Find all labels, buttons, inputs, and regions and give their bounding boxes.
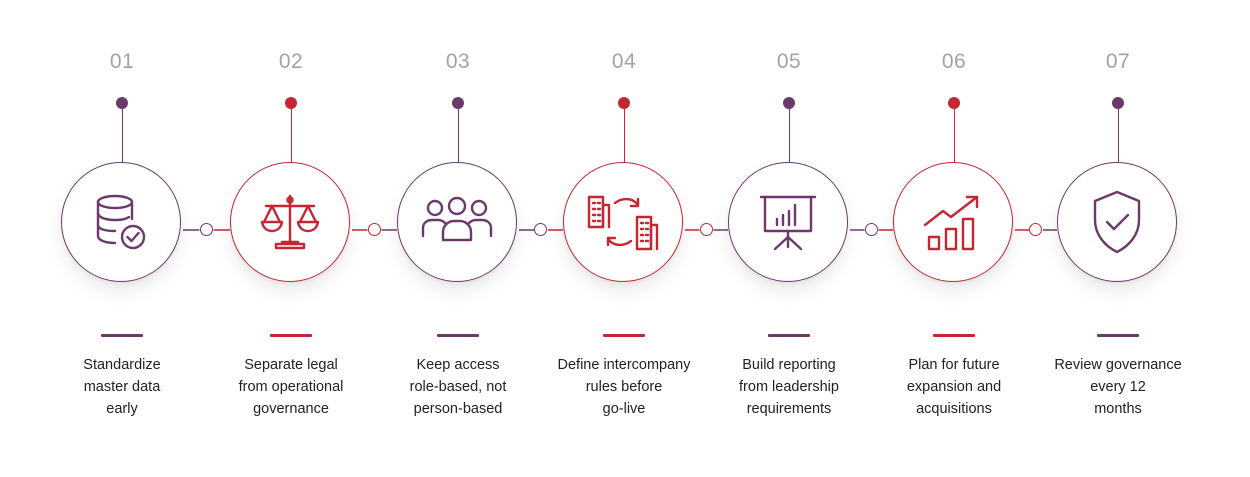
caption-line: early — [106, 401, 138, 417]
caption-line: Plan for future — [908, 357, 1000, 373]
caption-line: from leadership — [739, 379, 839, 395]
step-underline — [933, 334, 975, 337]
step-caption: Standardize master data early — [37, 354, 207, 420]
caption-line: go-live — [602, 401, 646, 417]
step-icon-ring — [1057, 162, 1177, 282]
pin-dot — [783, 97, 795, 109]
step-number: 05 — [776, 50, 802, 73]
caption-line: governance — [253, 401, 329, 417]
caption-line: every 12 — [1090, 379, 1146, 395]
pin-line — [121, 109, 123, 163]
caption-line: person-based — [413, 401, 503, 417]
caption-line: role-based, not — [409, 379, 507, 395]
caption-line: rules before — [585, 379, 663, 395]
caption-line: acquisitions — [916, 401, 992, 417]
pin-line — [1117, 109, 1119, 163]
step-icon-ring — [893, 162, 1013, 282]
buildings-exchange-icon — [587, 195, 659, 251]
step-underline — [768, 334, 810, 337]
step-caption: Keep access role-based, not person-based — [373, 354, 543, 420]
step-number: 02 — [278, 50, 304, 73]
pin-dot — [116, 97, 128, 109]
step-underline — [1097, 334, 1139, 337]
step-icon-ring — [397, 162, 517, 282]
step-underline — [101, 334, 143, 337]
pin-dot — [948, 97, 960, 109]
caption-line: requirements — [746, 401, 832, 417]
pin-line — [788, 109, 790, 163]
pin-dot — [285, 97, 297, 109]
caption-line: Separate legal — [244, 357, 338, 373]
step-02: 02 Separate legal from operational governa… — [206, 0, 376, 477]
step-caption: Review governance every 12 months — [1033, 354, 1203, 420]
step-icon-ring — [728, 162, 848, 282]
scales-icon — [260, 194, 320, 250]
pin-dot — [452, 97, 464, 109]
shield-check-icon — [1093, 190, 1141, 254]
presentation-chart-icon — [759, 195, 817, 251]
database-check-icon — [96, 194, 146, 250]
pin-dot — [1112, 97, 1124, 109]
caption-line: Keep access — [416, 357, 500, 373]
step-icon-ring — [230, 162, 350, 282]
step-icon-ring — [563, 162, 683, 282]
pin-line — [457, 109, 459, 163]
step-06: 06 Plan for future expansion and acquisiti… — [869, 0, 1039, 477]
connector-node — [199, 223, 213, 236]
connector-node — [367, 223, 381, 236]
step-number: 01 — [109, 50, 135, 73]
connector-node — [864, 223, 878, 236]
connector-node — [699, 223, 713, 236]
caption-line: Review governance — [1054, 357, 1182, 373]
caption-line: expansion and — [906, 379, 1002, 395]
step-07: 07 Review governance every 12 months — [1033, 0, 1203, 477]
step-underline — [437, 334, 479, 337]
step-04: 04 Define intercompany rules before go-liv… — [539, 0, 709, 477]
step-01: 01 Standardize master data early — [37, 0, 207, 477]
pin-line — [290, 109, 292, 163]
connector-node — [1029, 223, 1042, 236]
caption-line: Define intercompany — [557, 357, 691, 373]
caption-line: master data — [83, 379, 161, 395]
caption-line: Standardize — [83, 357, 161, 373]
step-underline — [603, 334, 645, 337]
connector-node — [534, 223, 547, 236]
step-caption: Plan for future expansion and acquisitions — [869, 354, 1039, 420]
step-number: 06 — [941, 50, 967, 73]
pin-dot — [618, 97, 630, 109]
pin-line — [953, 109, 955, 163]
caption-line: months — [1094, 401, 1142, 417]
step-icon-ring — [61, 162, 181, 282]
step-caption: Separate legal from operational governance — [206, 354, 376, 420]
caption-line: from operational — [238, 379, 344, 395]
step-caption: Define intercompany rules before go-live — [539, 354, 709, 420]
step-underline — [270, 334, 312, 337]
step-05: 05 Build reporting from leadership require… — [704, 0, 874, 477]
step-number: 03 — [445, 50, 471, 73]
pin-line — [623, 109, 625, 163]
step-number: 07 — [1105, 50, 1131, 73]
growth-chart-icon — [923, 195, 979, 251]
users-group-icon — [421, 196, 493, 242]
caption-line: Build reporting — [742, 357, 836, 373]
step-03: 03 Keep access role-based, not person-base… — [373, 0, 543, 477]
step-number: 04 — [611, 50, 637, 73]
step-caption: Build reporting from leadership requiremen… — [704, 354, 874, 420]
